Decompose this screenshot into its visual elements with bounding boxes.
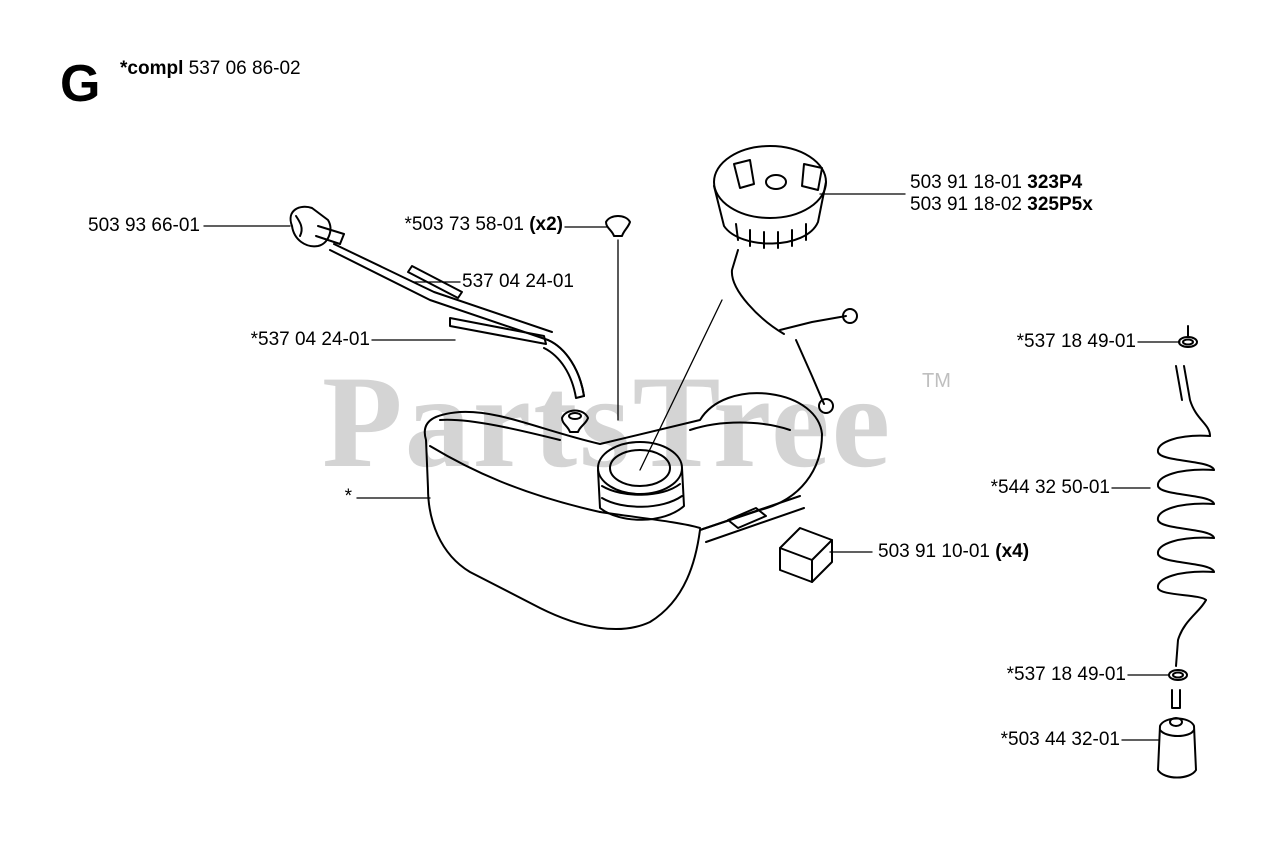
fuel-tank-drawing (423, 392, 823, 631)
fuel-hose-drawing (329, 243, 585, 399)
callout-fuel-cap-2: 503 91 18-02 325P5x (910, 194, 1093, 216)
callout-grommet: *503 73 58-01 (x2) (405, 214, 563, 236)
callout-damper: 503 91 10-01 (x4) (878, 541, 1029, 563)
fuel-cap-drawing (713, 145, 858, 414)
o-ring-drawing (1168, 325, 1198, 681)
callout-primer-bulb: 503 93 66-01 (88, 215, 200, 236)
damper-number: 503 91 10-01 (878, 541, 990, 562)
grommet-qty: (x2) (529, 214, 563, 235)
kit-bold: *compl (120, 58, 184, 79)
leader-lines (203, 193, 1181, 741)
kit-number: 537 06 86-02 (188, 58, 301, 79)
fuel-filter-drawing (1157, 689, 1197, 779)
callout-fuel-filter: *503 44 32-01 (1000, 729, 1120, 750)
callout-fuel-hose-lower: *537 04 24-01 (250, 329, 370, 350)
callout-fuel-tank: * (344, 486, 352, 507)
fuel-cap-2-model: 325P5x (1027, 194, 1093, 215)
section-letter: G (60, 55, 101, 113)
callout-fuel-cap-1: 503 91 18-01 323P4 (910, 172, 1082, 194)
callout-o-ring-bottom: *537 18 49-01 (1006, 664, 1126, 685)
callout-spiral-hose: *544 32 50-01 (990, 477, 1110, 498)
fuel-cap-1-model: 323P4 (1027, 172, 1083, 193)
grommet-number: *503 73 58-01 (404, 214, 524, 235)
damper-qty: (x4) (995, 541, 1030, 562)
callout-o-ring-top: *537 18 49-01 (1016, 331, 1136, 352)
callout-fuel-hose-upper: 537 04 24-01 (462, 271, 574, 292)
primer-bulb-drawing (289, 205, 345, 248)
fuel-cap-2-number: 503 91 18-02 (910, 194, 1022, 215)
damper-drawing (727, 507, 833, 583)
spiral-hose-drawing (1156, 365, 1215, 667)
grommet-drawing (561, 215, 631, 433)
fuel-cap-1-number: 503 91 18-01 (910, 172, 1022, 193)
watermark-tm: TM (922, 370, 951, 392)
watermark: PartsTree (322, 348, 893, 495)
kit-label: *compl 537 06 86-02 (120, 58, 301, 80)
